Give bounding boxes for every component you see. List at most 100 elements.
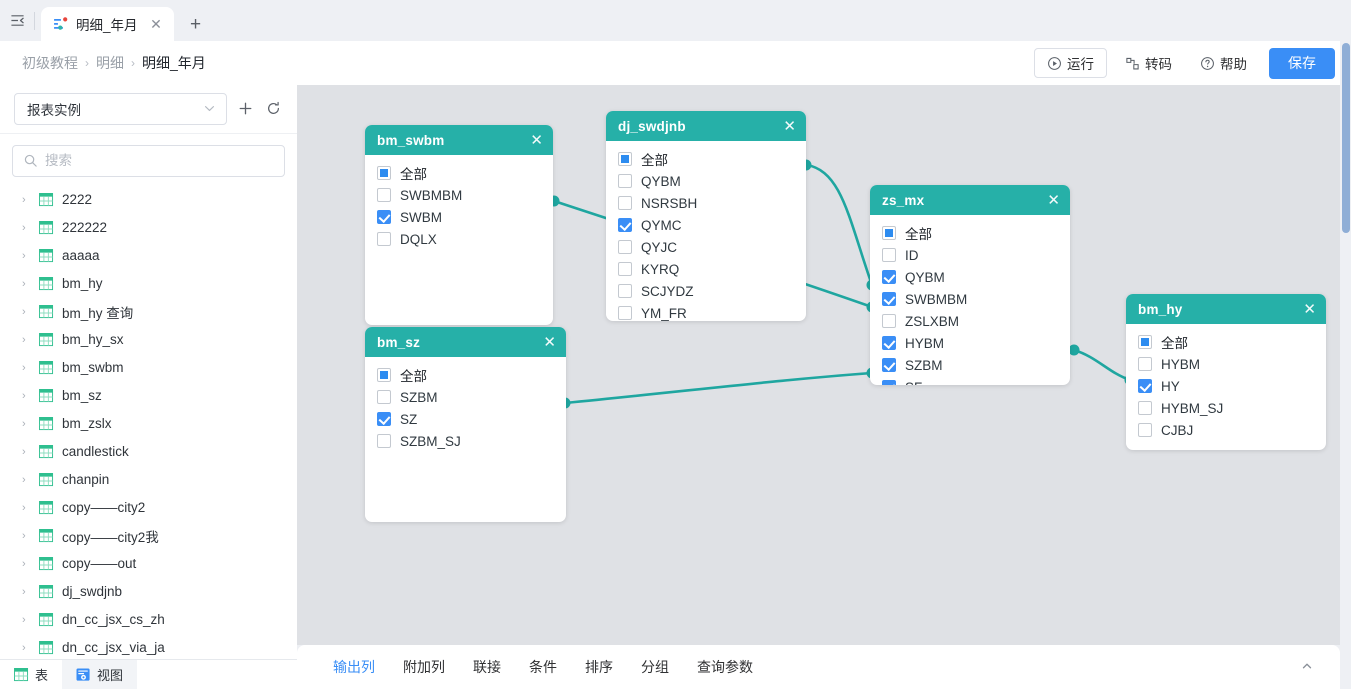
close-icon[interactable]: ✕: [530, 131, 543, 149]
tree-item-222222[interactable]: ›222222: [0, 214, 297, 242]
close-icon[interactable]: ✕: [1303, 300, 1316, 318]
field-row-SF[interactable]: SF: [870, 376, 1070, 385]
checkbox-SZBM_SJ[interactable]: [377, 434, 391, 448]
checkbox-ZSLXBM[interactable]: [882, 314, 896, 328]
field-row-DQLX[interactable]: DQLX: [365, 228, 553, 250]
chevron-right-icon[interactable]: ›: [22, 417, 26, 430]
tree-item-bm_hy_sx[interactable]: ›bm_hy_sx: [0, 326, 297, 354]
search-box[interactable]: [12, 144, 285, 177]
tree-item-dj_swdjnb[interactable]: ›dj_swdjnb: [0, 578, 297, 606]
checkbox-SWBMBM[interactable]: [882, 292, 896, 306]
search-input[interactable]: [45, 153, 274, 169]
field-row-SZ[interactable]: SZ: [365, 408, 566, 430]
field-row-QYBM[interactable]: QYBM: [606, 170, 806, 192]
new-tab-button[interactable]: +: [189, 13, 202, 35]
checkbox-QYJC[interactable]: [618, 240, 632, 254]
card-header-bm_swbm[interactable]: bm_swbm✕: [365, 125, 553, 155]
tree-item-dn_cc_jsx_cs_zh[interactable]: ›dn_cc_jsx_cs_zh: [0, 606, 297, 634]
bottom-tab-排序[interactable]: 排序: [585, 659, 613, 675]
chevron-right-icon[interactable]: ›: [22, 249, 26, 262]
card-header-bm_sz[interactable]: bm_sz✕: [365, 327, 566, 357]
checkbox-QYBM[interactable]: [618, 174, 632, 188]
page-scrollbar[interactable]: [1340, 41, 1351, 689]
field-row-SWBMBM[interactable]: SWBMBM: [870, 288, 1070, 310]
checkbox-全部[interactable]: [377, 368, 391, 382]
close-icon[interactable]: ✕: [150, 16, 162, 32]
plus-icon[interactable]: [236, 99, 255, 118]
close-icon[interactable]: ✕: [783, 117, 796, 135]
checkbox-KYRQ[interactable]: [618, 262, 632, 276]
help-button[interactable]: 帮助: [1190, 48, 1257, 78]
tree-item-chanpin[interactable]: ›chanpin: [0, 466, 297, 494]
refresh-icon[interactable]: [264, 99, 283, 118]
field-row-YM_FR[interactable]: YM_FR: [606, 302, 806, 321]
tree-item-2222[interactable]: ›2222: [0, 186, 297, 214]
field-row-SWBMBM[interactable]: SWBMBM: [365, 184, 553, 206]
field-row-全部[interactable]: 全部: [606, 148, 806, 170]
tree-item-candlestick[interactable]: ›candlestick: [0, 438, 297, 466]
field-row-ZSLXBM[interactable]: ZSLXBM: [870, 310, 1070, 332]
tree-item-bm_swbm[interactable]: ›bm_swbm: [0, 354, 297, 382]
chevron-right-icon[interactable]: ›: [22, 501, 26, 514]
tree-item-bm_zslx[interactable]: ›bm_zslx: [0, 410, 297, 438]
checkbox-SF[interactable]: [882, 380, 896, 385]
chevron-up-icon[interactable]: [1288, 659, 1326, 676]
checkbox-HY[interactable]: [1138, 379, 1152, 393]
card-header-dj_swdjnb[interactable]: dj_swdjnb✕: [606, 111, 806, 141]
chevron-right-icon[interactable]: ›: [22, 361, 26, 374]
bottom-tab-查询参数[interactable]: 查询参数: [697, 659, 753, 675]
checkbox-YM_FR[interactable]: [618, 306, 632, 320]
checkbox-SZBM[interactable]: [882, 358, 896, 372]
chevron-right-icon[interactable]: ›: [22, 529, 26, 542]
card-header-zs_mx[interactable]: zs_mx✕: [870, 185, 1070, 215]
chevron-right-icon[interactable]: ›: [22, 445, 26, 458]
checkbox-QYBM[interactable]: [882, 270, 896, 284]
chevron-right-icon[interactable]: ›: [22, 193, 26, 206]
chevron-right-icon[interactable]: ›: [22, 473, 26, 486]
bottom-tab-输出列[interactable]: 输出列: [333, 659, 375, 675]
footer-tab-views[interactable]: 视图: [62, 660, 138, 689]
bottom-tab-附加列[interactable]: 附加列: [403, 659, 445, 675]
checkbox-DQLX[interactable]: [377, 232, 391, 246]
checkbox-ID[interactable]: [882, 248, 896, 262]
table-card-zs_mx[interactable]: zs_mx✕全部IDQYBMSWBMBMZSLXBMHYBMSZBMSF: [870, 185, 1070, 385]
tree-item-dn_cc_jsx_via_ja[interactable]: ›dn_cc_jsx_via_ja: [0, 634, 297, 659]
checkbox-QYMC[interactable]: [618, 218, 632, 232]
bottom-tab-分组[interactable]: 分组: [641, 659, 669, 675]
field-row-QYJC[interactable]: QYJC: [606, 236, 806, 258]
chevron-right-icon[interactable]: ›: [22, 221, 26, 234]
field-row-HYBM[interactable]: HYBM: [870, 332, 1070, 354]
checkbox-全部[interactable]: [377, 166, 391, 180]
datasource-select[interactable]: 报表实例: [14, 92, 227, 125]
close-icon[interactable]: ✕: [543, 333, 556, 351]
checkbox-SZ[interactable]: [377, 412, 391, 426]
panel-collapse-icon[interactable]: [0, 0, 34, 41]
bottom-tab-条件[interactable]: 条件: [529, 659, 557, 675]
field-row-QYMC[interactable]: QYMC: [606, 214, 806, 236]
scrollbar-thumb[interactable]: [1342, 43, 1350, 233]
close-icon[interactable]: ✕: [1047, 191, 1060, 209]
field-row-HY[interactable]: HY: [1126, 375, 1326, 397]
transcode-button[interactable]: 转码: [1115, 48, 1182, 78]
checkbox-HYBM_SJ[interactable]: [1138, 401, 1152, 415]
checkbox-CJBJ[interactable]: [1138, 423, 1152, 437]
chevron-right-icon[interactable]: ›: [22, 305, 26, 318]
run-button[interactable]: 运行: [1034, 48, 1107, 78]
field-row-QYBM[interactable]: QYBM: [870, 266, 1070, 288]
card-header-bm_hy[interactable]: bm_hy✕: [1126, 294, 1326, 324]
field-row-全部[interactable]: 全部: [365, 364, 566, 386]
chevron-right-icon[interactable]: ›: [22, 389, 26, 402]
checkbox-全部[interactable]: [618, 152, 632, 166]
checkbox-SWBM[interactable]: [377, 210, 391, 224]
field-row-全部[interactable]: 全部: [870, 222, 1070, 244]
field-row-HYBM_SJ[interactable]: HYBM_SJ: [1126, 397, 1326, 419]
field-row-SCJYDZ[interactable]: SCJYDZ: [606, 280, 806, 302]
field-row-ID[interactable]: ID: [870, 244, 1070, 266]
tree-item-copy——out[interactable]: ›copy——out: [0, 550, 297, 578]
field-row-SZBM[interactable]: SZBM: [365, 386, 566, 408]
